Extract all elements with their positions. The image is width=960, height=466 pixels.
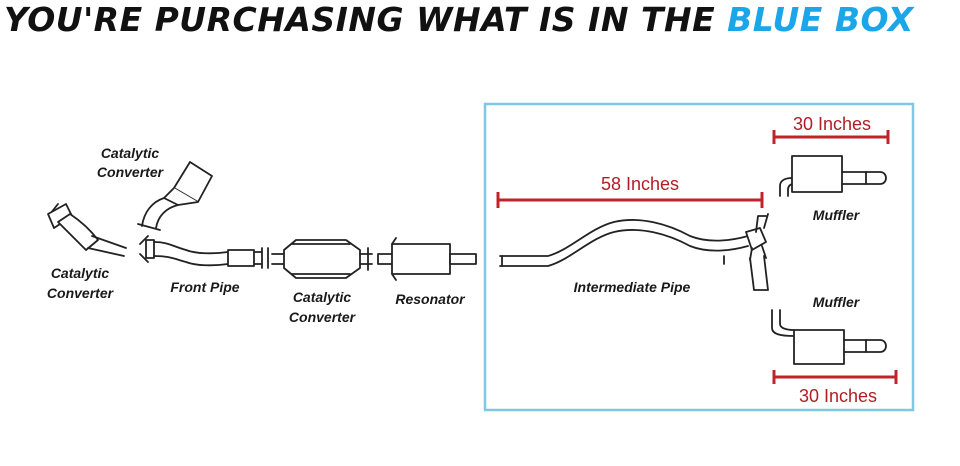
cat-converter-left-label-line2: Converter [47, 285, 115, 301]
cat-converter-center-label-line2: Converter [289, 309, 357, 325]
resonator-part [377, 237, 477, 281]
muffler-top-part [779, 155, 887, 197]
dimension-line-30-bottom [772, 370, 898, 384]
blue-box [483, 102, 915, 412]
cat-converter-center-label-line1: Catalytic [293, 289, 352, 305]
cat-converter-top-label-line1: Catalytic [101, 145, 160, 161]
intermediate-pipe-label: Intermediate Pipe [574, 279, 691, 295]
cat-converter-center-part [271, 239, 373, 279]
muffler-bottom-part [771, 309, 887, 365]
muffler-top-label: Muffler [813, 207, 861, 223]
headline-highlight: BLUE BOX [727, 0, 914, 39]
intermediate-pipe-part [499, 213, 769, 291]
cat-converter-left-label-line1: Catalytic [51, 265, 110, 281]
cat-converter-top-part [137, 161, 213, 231]
headline: YOU'RE PURCHASING WHAT IS IN THE BLUE BO… [4, 0, 960, 40]
muffler-bottom-label: Muffler [813, 294, 861, 310]
dimension-58-label: 58 Inches [601, 174, 679, 194]
resonator-label: Resonator [395, 291, 466, 307]
dimension-30-bottom-label: 30 Inches [799, 386, 877, 406]
dimension-line-58 [496, 192, 764, 208]
dimension-line-30-top [772, 130, 890, 144]
front-pipe-label: Front Pipe [170, 279, 239, 295]
headline-prefix: YOU'RE PURCHASING WHAT IS IN THE [4, 0, 716, 39]
front-pipe-part [139, 235, 269, 269]
cat-converter-top-label-line2: Converter [97, 164, 165, 180]
dimension-30-top-label: 30 Inches [793, 114, 871, 134]
cat-converter-left-part [47, 203, 127, 257]
